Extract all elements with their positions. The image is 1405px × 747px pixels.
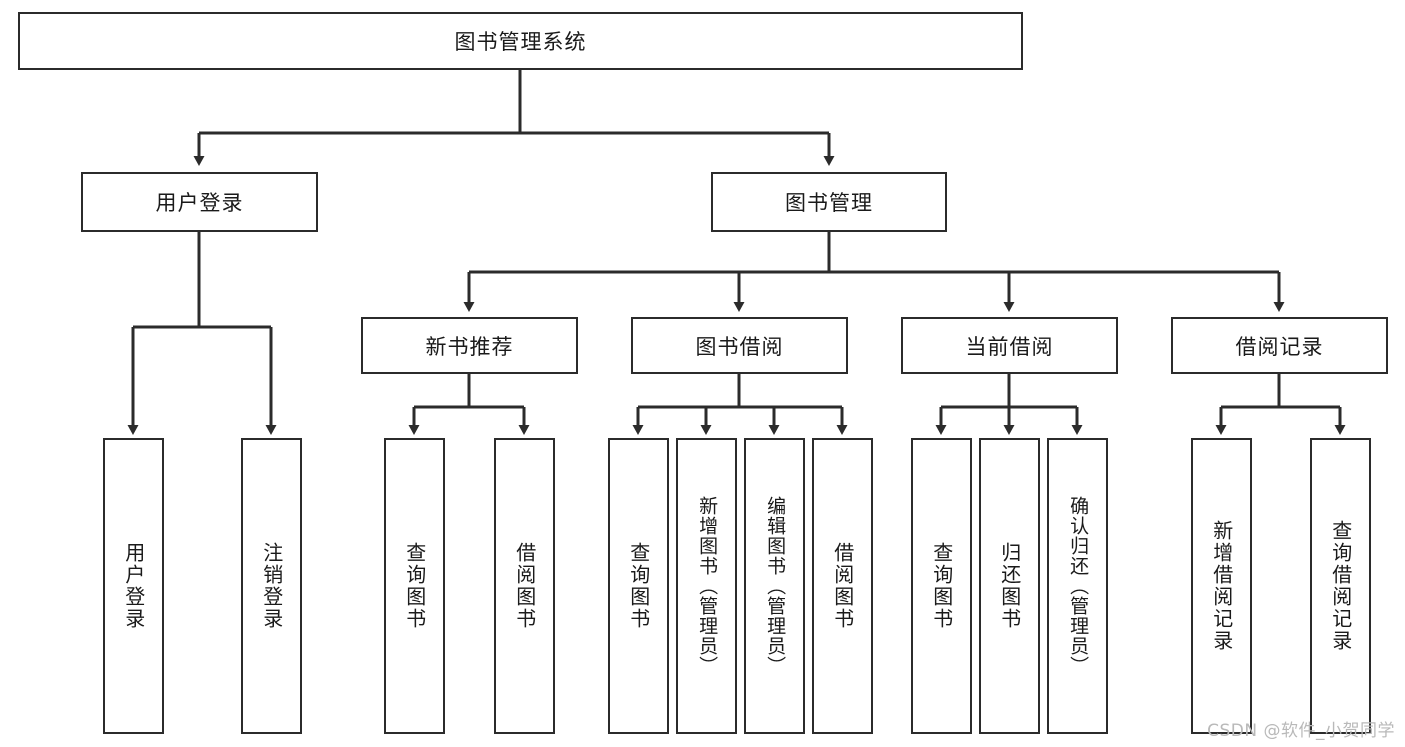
leaf-borrow-add-book-admin[interactable]: 新增图书（管理员）: [676, 438, 737, 734]
node-new-book-recommend[interactable]: 新书推荐: [361, 317, 578, 374]
node-borrow-record[interactable]: 借阅记录: [1171, 317, 1388, 374]
leaf-current-return-book[interactable]: 归还图书: [979, 438, 1040, 734]
leaf-current-confirm-return-admin[interactable]: 确认归还（管理员）: [1047, 438, 1108, 734]
leaf-current-query-book[interactable]: 查询图书: [911, 438, 972, 734]
leaf-borrow-query-book[interactable]: 查询图书: [608, 438, 669, 734]
leaf-recommend-query-book[interactable]: 查询图书: [384, 438, 445, 734]
leaf-borrow-borrow-book[interactable]: 借阅图书: [812, 438, 873, 734]
node-current-borrow[interactable]: 当前借阅: [901, 317, 1118, 374]
leaf-user-login-login[interactable]: 用户登录: [103, 438, 164, 734]
leaf-recommend-borrow-book[interactable]: 借阅图书: [494, 438, 555, 734]
leaf-borrow-edit-book-admin[interactable]: 编辑图书（管理员）: [744, 438, 805, 734]
node-book-borrow[interactable]: 图书借阅: [631, 317, 848, 374]
leaf-record-query-record[interactable]: 查询借阅记录: [1310, 438, 1371, 734]
csdn-watermark: CSDN @软件_小贺同学: [1207, 721, 1395, 741]
node-book-management[interactable]: 图书管理: [711, 172, 947, 232]
node-user-login[interactable]: 用户登录: [81, 172, 318, 232]
leaf-record-add-record[interactable]: 新增借阅记录: [1191, 438, 1252, 734]
leaf-user-login-logout[interactable]: 注销登录: [241, 438, 302, 734]
node-root-system[interactable]: 图书管理系统: [18, 12, 1023, 70]
